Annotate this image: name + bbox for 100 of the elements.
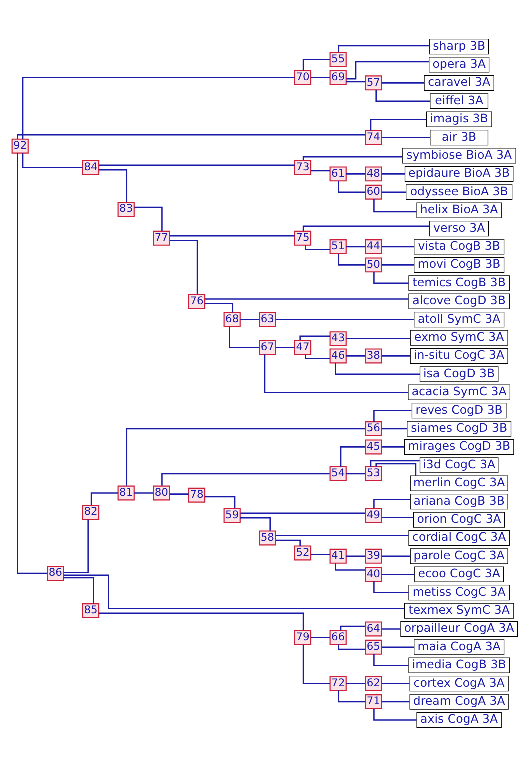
connector	[240, 318, 260, 320]
connector	[340, 446, 366, 466]
node-box: exmo SymC 3A	[410, 330, 508, 346]
connector	[370, 460, 420, 466]
connector	[346, 472, 366, 474]
connector	[64, 574, 405, 609]
connector	[22, 153, 83, 168]
connector	[17, 134, 366, 139]
node-box: ariana CogB 3B	[410, 494, 508, 510]
connector	[338, 44, 430, 52]
connector	[382, 646, 414, 648]
connector	[302, 58, 330, 70]
node-box: 81	[118, 485, 135, 500]
node-box: 76	[188, 294, 206, 309]
connector	[382, 428, 408, 430]
node-box: 63	[259, 312, 276, 327]
connector	[382, 355, 411, 356]
node-box: mirages CogD 3B	[404, 438, 514, 455]
node-box: dream CogA 3A	[410, 694, 509, 710]
node-box: 85	[82, 603, 100, 618]
node-box: alcove CogD 3B	[408, 293, 510, 309]
node-box: 43	[330, 331, 347, 346]
connector	[311, 170, 330, 172]
connector	[229, 326, 260, 348]
node-box: 46	[330, 348, 347, 364]
node-box: 69	[330, 70, 347, 85]
connector	[346, 60, 430, 80]
node-box: reves CogD 3B	[412, 402, 507, 418]
node-box: 86	[47, 566, 64, 581]
connector	[382, 136, 430, 138]
node-box: 74	[365, 130, 382, 145]
node-box: 72	[330, 676, 347, 691]
connector	[338, 253, 366, 266]
node-box: 50	[365, 257, 382, 272]
connector	[311, 636, 330, 638]
connector	[338, 644, 366, 650]
connector	[17, 152, 48, 574]
node-box: 73	[294, 160, 312, 175]
connector	[382, 173, 405, 174]
node-box: 49	[365, 508, 382, 523]
connector	[264, 354, 408, 393]
node-box: 47	[294, 340, 312, 355]
node-box: verso 3A	[430, 220, 490, 236]
node-box: 51	[330, 239, 347, 254]
node-box: 56	[365, 421, 382, 436]
node-box: 38	[365, 348, 382, 364]
connector	[346, 338, 410, 339]
connector	[382, 82, 424, 84]
connector	[64, 576, 94, 604]
node-box: caravel 3A	[424, 74, 494, 90]
node-box: 45	[365, 439, 382, 454]
node-box: 83	[118, 202, 135, 216]
connector	[382, 682, 410, 684]
connector	[302, 156, 402, 160]
node-box: 41	[330, 548, 347, 564]
node-box: 44	[365, 239, 382, 254]
node-box: merlin CogC 3A	[410, 475, 508, 491]
node-box: 62	[365, 676, 382, 691]
node-box: symbiose BioA 3A	[402, 148, 516, 164]
node-box: 40	[365, 566, 382, 582]
connector	[374, 198, 417, 212]
connector	[134, 206, 163, 231]
node-box: 58	[259, 530, 276, 546]
connector	[370, 118, 426, 130]
node-box: 78	[188, 487, 206, 502]
node-box: 77	[153, 230, 170, 246]
connector	[382, 555, 411, 557]
node-box: orpailleur CogA 3A	[400, 620, 518, 637]
node-box: 66	[330, 630, 347, 645]
node-box: helix BioA 3A	[416, 202, 502, 218]
connector	[99, 168, 128, 202]
connector	[374, 272, 409, 284]
connector	[90, 492, 118, 505]
node-box: cordial CogC 3A	[408, 530, 510, 546]
node-box: 55	[330, 52, 347, 67]
connector	[99, 612, 304, 630]
node-box: 53	[365, 466, 382, 481]
node-box: 67	[259, 340, 276, 355]
node-box: axis CogA 3A	[416, 712, 502, 728]
node-box: 54	[330, 466, 347, 481]
node-box: epidaure BioA 3B	[404, 166, 514, 182]
connector	[305, 354, 330, 360]
node-box: 64	[365, 621, 382, 636]
connector	[382, 446, 405, 448]
node-box: isa CogD 3B	[420, 366, 499, 382]
connector	[346, 682, 366, 684]
connector	[382, 628, 401, 630]
connector	[346, 173, 366, 174]
connector	[170, 493, 189, 494]
connector	[382, 516, 414, 518]
node-box: sharp 3B	[430, 38, 490, 54]
connector	[374, 654, 409, 666]
connector	[374, 581, 409, 593]
node-box: 84	[82, 160, 100, 175]
node-box: cortex CogA 3A	[410, 676, 509, 692]
node-box: 57	[365, 75, 382, 90]
connector	[382, 191, 406, 193]
connector	[346, 80, 366, 82]
connector	[302, 644, 330, 684]
node-box: 61	[330, 166, 347, 182]
